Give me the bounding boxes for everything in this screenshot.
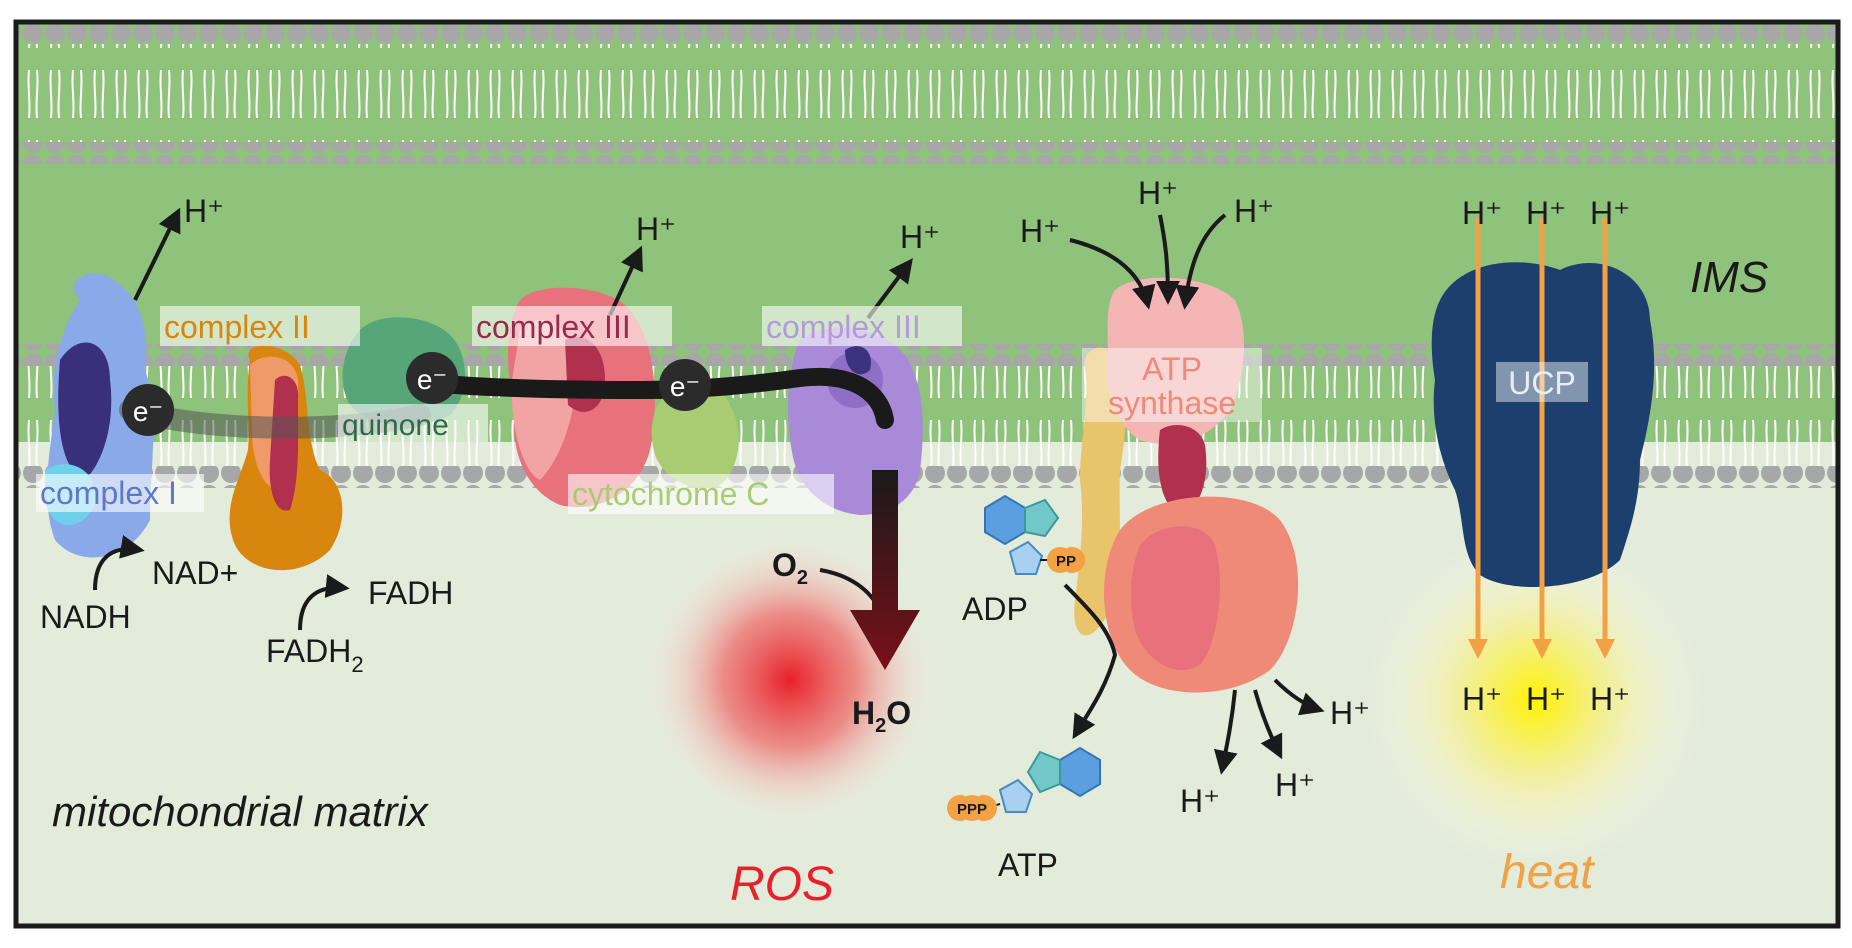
reduction-arrow — [850, 470, 920, 670]
heat-label: heat — [1500, 846, 1595, 899]
pp-label: PP — [1056, 553, 1076, 570]
fadh2-arrow — [298, 574, 350, 631]
h-plus-5: H⁺ — [1138, 175, 1178, 211]
ros-glow — [640, 530, 940, 830]
h-plus-14: H⁺ — [1180, 783, 1220, 819]
h-plus-8: H⁺ — [1526, 195, 1566, 231]
complex-1-label: complex I — [40, 475, 177, 511]
cytochrome-c-protein — [651, 382, 739, 489]
h2o-o: O — [886, 695, 911, 731]
h-arrow-atp-in-3 — [1175, 213, 1227, 310]
complex-3b-label: complex III — [766, 309, 921, 345]
electron-2-label: e⁻ — [417, 364, 447, 395]
h-plus-12: H⁺ — [1590, 681, 1630, 717]
o2-label: O2 — [772, 547, 808, 589]
h-plus-1: H⁺ — [184, 193, 224, 229]
atp-label: ATP — [998, 847, 1058, 883]
nadh-arrow — [93, 535, 145, 591]
h-plus-4: H⁺ — [1020, 213, 1060, 249]
o2-sub: 2 — [797, 567, 808, 589]
atp-synthase-label-1: ATP — [1142, 351, 1202, 387]
h-arrow-atp-out-2 — [1253, 689, 1283, 760]
matrix-label: mitochondrial matrix — [52, 788, 430, 835]
cytochrome-c-tag: cytochrome C — [568, 474, 834, 514]
adp-to-atp-arrow — [1063, 583, 1118, 740]
fadh2-sub: 2 — [351, 652, 363, 677]
complex-3b-tag: complex III — [762, 306, 962, 346]
electron-3: e⁻ — [659, 359, 711, 411]
atp-synthase-protein — [1074, 277, 1299, 693]
fadh2-label: FADH2 — [266, 633, 364, 677]
h-arrow-complex-3 — [608, 245, 643, 316]
electron-1-label: e⁻ — [133, 396, 163, 427]
ims-label: IMS — [1690, 253, 1768, 302]
ucp-label: UCP — [1508, 365, 1576, 401]
adp-label: ADP — [962, 591, 1028, 627]
h2o-h: H — [852, 695, 875, 731]
cytochrome-c-label: cytochrome C — [572, 476, 769, 512]
electron-3-label: e⁻ — [670, 371, 700, 402]
fadh-label: FADH — [368, 575, 453, 611]
h-plus-10: H⁺ — [1462, 681, 1502, 717]
h-plus-15: H⁺ — [1275, 767, 1315, 803]
h-plus-9: H⁺ — [1590, 195, 1630, 231]
adp-molecule: PP — [984, 494, 1085, 575]
complex-1-tag: complex I — [36, 474, 204, 512]
h2o-sub: 2 — [875, 715, 886, 737]
ros-label: ROS — [730, 858, 834, 911]
h-plus-11: H⁺ — [1526, 681, 1566, 717]
h2o-label: H2O — [852, 695, 911, 737]
quinone-tag: quinone — [338, 404, 488, 442]
h-arrow-atp-in-1 — [1069, 238, 1156, 310]
h-arrow-atp-out-3 — [1273, 678, 1325, 716]
nad-plus-label: NAD+ — [152, 555, 238, 591]
atp-synthase-label-2: synthase — [1108, 385, 1236, 421]
h-arrow-complex-1 — [133, 207, 181, 301]
quinone-label: quinone — [342, 409, 449, 442]
h-plus-2: H⁺ — [636, 211, 676, 247]
ppp-label: PPP — [957, 801, 987, 818]
complex-3a-tag: complex III — [472, 306, 672, 346]
complex-2-label: complex II — [164, 309, 310, 345]
complex-3a-label: complex III — [476, 309, 631, 345]
h-plus-7: H⁺ — [1462, 195, 1502, 231]
atp-molecule: PPP — [947, 746, 1101, 821]
atp-synthase-tag: ATP synthase — [1082, 348, 1262, 422]
h-plus-3: H⁺ — [900, 219, 940, 255]
h-plus-6: H⁺ — [1234, 193, 1274, 229]
nadh-label: NADH — [40, 599, 131, 635]
outer-membrane — [16, 22, 1838, 164]
h-arrow-atp-out-1 — [1213, 689, 1238, 775]
h-arrow-atp-in-2 — [1155, 214, 1180, 305]
electron-2: e⁻ — [406, 352, 458, 404]
frame — [13, 19, 1841, 929]
heat-glow — [1365, 530, 1705, 870]
h-plus-13: H⁺ — [1330, 695, 1370, 731]
electron-1: e⁻ — [122, 384, 174, 436]
ucp-tag: UCP — [1496, 362, 1588, 402]
o2-base: O — [772, 547, 797, 583]
complex-2-tag: complex II — [160, 306, 360, 346]
fadh2-base: FADH — [266, 633, 351, 669]
